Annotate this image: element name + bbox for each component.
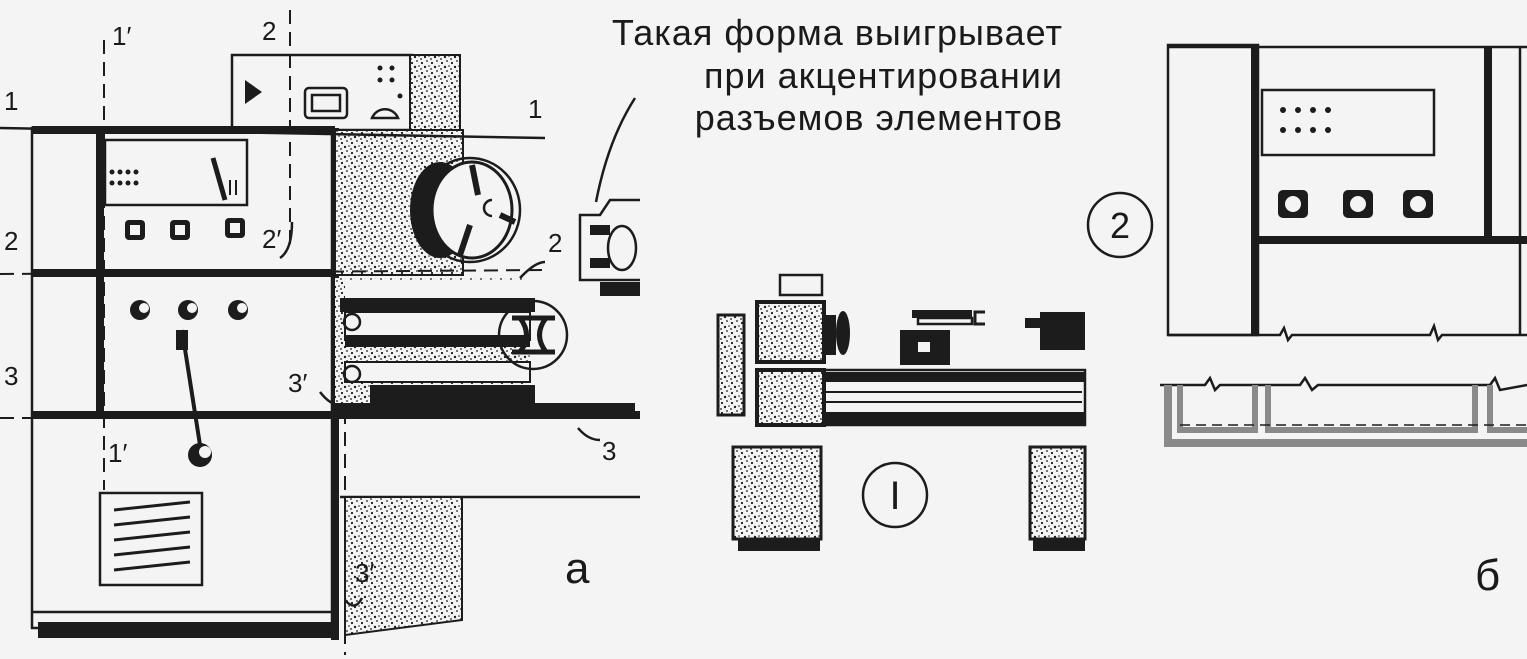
panel-letter-a: а <box>565 544 590 593</box>
label-right-2: 2 <box>548 228 562 258</box>
label-right-1: 1 <box>528 94 542 124</box>
floor-slab <box>335 403 635 419</box>
label-top-1prime: 1′ <box>112 21 131 51</box>
component-left-plate <box>716 313 746 417</box>
spindle-chuck <box>410 156 522 264</box>
label-bottom-1prime: 1′ <box>108 438 127 468</box>
round-knobs <box>130 300 248 320</box>
component-top-box <box>778 273 824 297</box>
handwheel <box>497 299 569 371</box>
panel-a-lathe <box>0 10 640 655</box>
headstock-body <box>30 126 334 630</box>
top-box-dots <box>377 65 403 99</box>
panel-b-dots <box>1280 107 1331 133</box>
top-control-box-stipple <box>409 54 461 131</box>
component-right-leg <box>1028 445 1087 541</box>
panel-letter-b: б <box>1475 551 1500 600</box>
vent-louvres <box>113 500 191 572</box>
base-plinth <box>38 622 338 638</box>
panel-b-floor-section <box>1160 375 1527 447</box>
section-line-1 <box>0 126 546 140</box>
panel-b-detail <box>1086 43 1527 447</box>
caption: Такая форма выигрывает при акцентировани… <box>612 12 1063 138</box>
label-right-3: 3 <box>602 436 616 466</box>
label-mid-3prime: 3′ <box>288 368 307 398</box>
section-line-2 <box>0 269 546 275</box>
square-buttons <box>125 218 245 240</box>
component-headstock <box>755 300 826 364</box>
vent-grille <box>98 491 204 587</box>
caption-pointer <box>594 97 637 203</box>
caption-line-2: при акцентировании <box>704 55 1063 96</box>
label-top-2: 2 <box>262 16 276 46</box>
label-mid-2prime: 2′ <box>262 224 281 254</box>
label-left-2: 2 <box>4 226 18 256</box>
label-left-3: 3 <box>4 361 18 391</box>
section-labels: 1 2 3 1′ 2 2′ 3′ 1′ 3′ 1 2 3 <box>4 16 616 588</box>
circled-number-right-text: 2 <box>1110 205 1130 246</box>
tailstock-fragment <box>578 198 640 296</box>
component-left-leg <box>731 445 823 541</box>
caption-line-1: Такая форма выигрывает <box>612 12 1063 53</box>
panel-center-components <box>716 273 1087 551</box>
label-left-1: 1 <box>4 86 18 116</box>
component-tailstock <box>1040 312 1085 342</box>
label-bottom-3prime: 3′ <box>355 558 374 588</box>
display-dots <box>109 169 139 186</box>
panel-b-buttons <box>1278 190 1433 218</box>
caption-line-3: разъемов элементов <box>695 97 1063 138</box>
circled-number-right <box>1086 191 1154 259</box>
panel-b-display <box>1260 88 1436 157</box>
circled-number-center <box>861 461 929 529</box>
panel-b-left-block <box>1166 43 1260 337</box>
display-needle <box>210 157 228 201</box>
circled-number-center-text: I <box>889 474 900 518</box>
